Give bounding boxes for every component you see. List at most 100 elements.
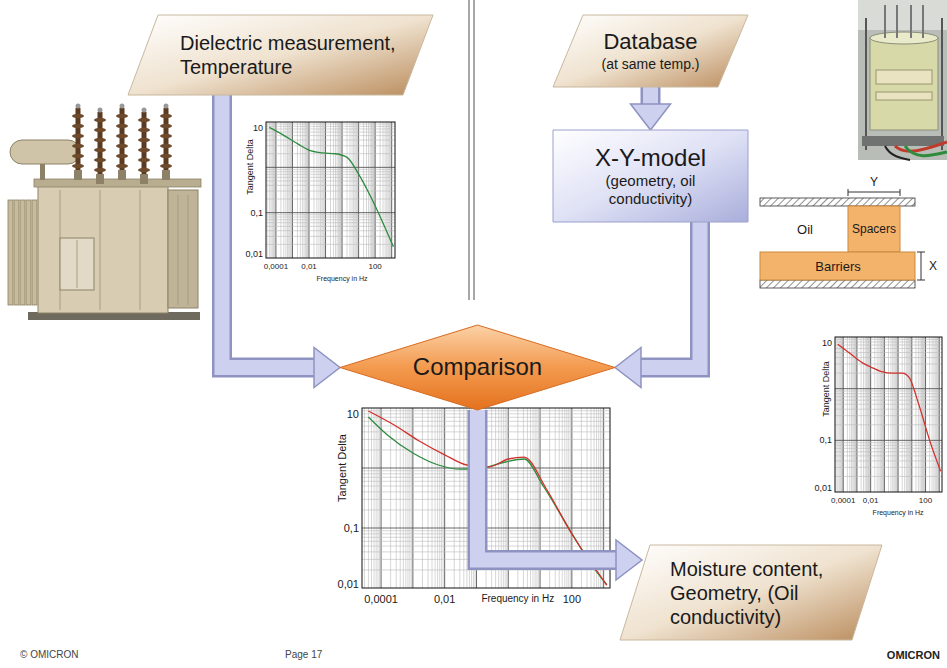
grid-line: [335, 122, 336, 258]
grid-line: [924, 337, 925, 492]
grid-line: [358, 122, 359, 258]
grid-line: [852, 337, 853, 492]
xy-model-sketch: [848, 206, 900, 252]
section-divider: [469, 0, 474, 300]
arrow-outline: [222, 95, 320, 368]
grid-line: [835, 388, 942, 389]
grid-line: [267, 122, 268, 258]
node-heading: X-Y-model: [563, 144, 738, 173]
grid-line: [306, 122, 307, 258]
grid-line: [291, 122, 292, 258]
axis-value: 0,1: [819, 436, 832, 445]
axis-value: 0,01: [814, 484, 832, 493]
grid-line: [851, 337, 852, 492]
grid-line: [936, 337, 937, 492]
grid-line: [272, 122, 273, 258]
grid-line: [266, 185, 395, 186]
grid-line: [338, 122, 339, 258]
grid-line: [428, 408, 429, 588]
grid-line: [308, 122, 309, 258]
grid-line: [835, 345, 942, 346]
node-shape: [128, 15, 433, 95]
grid-line: [902, 337, 903, 492]
dimension-label: X: [929, 260, 937, 272]
test-cell-photo: [910, 5, 912, 38]
tan-delta-chart: [266, 122, 395, 258]
axis-value: 10: [347, 409, 359, 420]
grid-line: [412, 408, 413, 588]
grid-line: [380, 122, 381, 258]
grid-line: [937, 337, 938, 492]
grid-line: [863, 337, 864, 492]
grid-line: [835, 364, 942, 365]
grid-line: [835, 442, 942, 443]
grid-line: [372, 122, 373, 258]
flow-arrow: [478, 410, 643, 580]
grid-line: [422, 408, 423, 588]
grid-line: [883, 337, 884, 492]
grid-line: [352, 122, 353, 258]
grid-line: [266, 180, 395, 181]
node-outline: [553, 130, 748, 222]
grid-line: [363, 122, 364, 258]
grid-line: [935, 337, 936, 492]
transformer-illustration: [160, 104, 172, 181]
grid-line: [368, 408, 369, 588]
grid-line: [835, 352, 942, 353]
grid-line: [835, 409, 942, 410]
grid-line: [292, 122, 293, 258]
axis-value: 0,01: [863, 497, 879, 505]
node-subtext: (at same temp.): [585, 56, 716, 73]
grid-line: [432, 408, 433, 588]
node-heading: Comparison: [410, 353, 545, 382]
xy-model-sketch: [917, 280, 925, 281]
grid-line: [337, 122, 338, 258]
test-cell-photo: [858, 0, 947, 30]
grid-line: [266, 226, 395, 227]
test-cell-photo: [885, 5, 923, 38]
node-heading: Moisture content, Geometry, (Oil conduct…: [670, 557, 862, 629]
grid-line: [843, 337, 844, 492]
test-cell-photo: [884, 5, 886, 38]
node-heading: Dielectric measurement, Temperature: [180, 31, 408, 79]
chart-background: [266, 122, 395, 258]
grid-line: [339, 122, 340, 258]
tan-delta-curve: [838, 344, 941, 471]
section-divider: [468, 0, 470, 300]
grid-line: [364, 408, 365, 588]
grid-line: [356, 122, 357, 258]
xy-model-sketch: [917, 252, 925, 253]
flow-arrow: [615, 222, 700, 388]
grid-line: [924, 337, 925, 492]
input-box: Database(at same temp.): [553, 15, 748, 87]
grid-line: [368, 122, 369, 258]
part-label: Barriers: [815, 260, 861, 273]
grid-line: [266, 145, 395, 146]
grid-line: [375, 122, 376, 258]
grid-line: [933, 337, 934, 492]
transformer-illustration: [38, 185, 168, 313]
arrow-outline: [478, 410, 623, 560]
grid-line: [870, 337, 871, 492]
grid-line: [835, 400, 942, 401]
grid-line: [835, 467, 942, 468]
process-box: X-Y-model(geometry, oil conductivity): [553, 130, 748, 222]
grid-line: [896, 337, 897, 492]
tan-delta-chart: [835, 337, 942, 492]
grid-line: [880, 337, 881, 492]
grid-line: [877, 337, 878, 492]
grid-line: [266, 230, 395, 231]
grid-line: [280, 122, 281, 258]
test-cell-photo: [862, 136, 944, 146]
grid-line: [269, 122, 270, 258]
grid-line: [835, 393, 942, 394]
grid-line: [349, 122, 350, 258]
grid-line: [411, 408, 412, 588]
grid-line: [275, 122, 276, 258]
grid-line: [403, 408, 404, 588]
grid-line: [304, 122, 305, 258]
grid-line: [910, 337, 911, 492]
grid-line: [836, 337, 837, 492]
grid-line: [869, 337, 870, 492]
grid-line: [835, 460, 942, 461]
